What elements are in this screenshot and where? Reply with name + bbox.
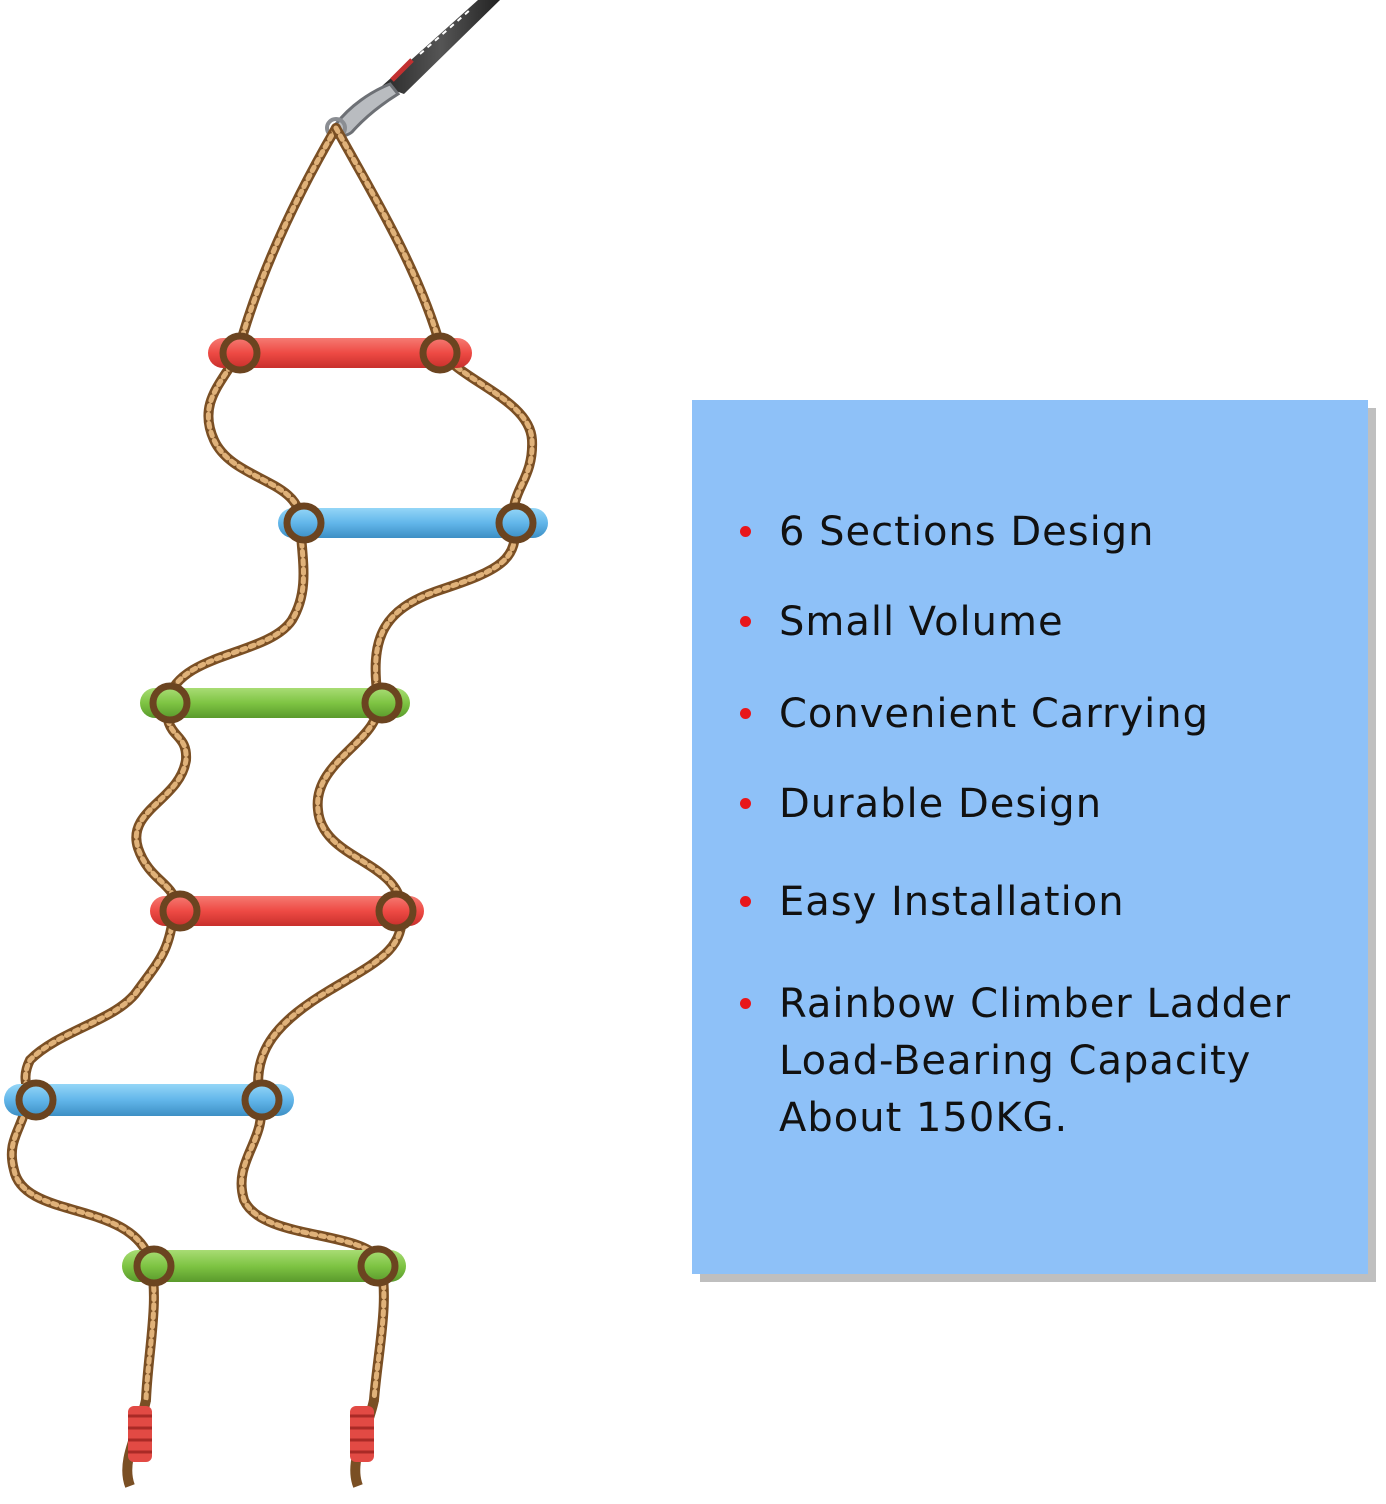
rope-end-right [350,1398,379,1488]
rope-ladder-illustration [0,0,640,1500]
bullet-dot [740,998,751,1009]
rung-3-green [140,682,410,724]
feature-item: Convenient Carrying [740,686,1340,743]
feature-text: 6 Sections Design [779,509,1155,555]
feature-text: Durable Design [779,781,1103,827]
rung-6-green [122,1245,406,1287]
rung-5-blue [4,1079,294,1121]
hanging-strap [382,0,500,94]
feature-text: Rainbow Climber Ladder Load-Bearing Capa… [779,981,1292,1141]
feature-item: 6 Sections Design [740,504,1340,561]
rung-2-blue [278,502,548,544]
bullet-dot [740,526,751,537]
rope-ladder-svg [4,0,548,1488]
feature-list: 6 Sections Design Small Volume Convenien… [692,400,1368,1274]
feature-item: Easy Installation [740,874,1340,931]
feature-item: Rainbow Climber Ladder Load-Bearing Capa… [740,976,1340,1147]
bullet-dot [740,708,751,719]
feature-text: Convenient Carrying [779,691,1210,737]
feature-item: Small Volume [740,594,1340,651]
bullet-dot [740,896,751,907]
bullet-dot [740,616,751,627]
feature-item: Durable Design [740,776,1340,833]
feature-panel: 6 Sections Design Small Volume Convenien… [692,400,1368,1274]
rung-1-red [208,332,472,374]
rung-4-red [150,890,424,932]
rope-end-left [122,1398,152,1488]
feature-text: Small Volume [779,599,1064,645]
bullet-dot [740,798,751,809]
rope-left [6,123,341,1405]
rope-right [236,123,538,1405]
feature-text: Easy Installation [779,879,1125,925]
